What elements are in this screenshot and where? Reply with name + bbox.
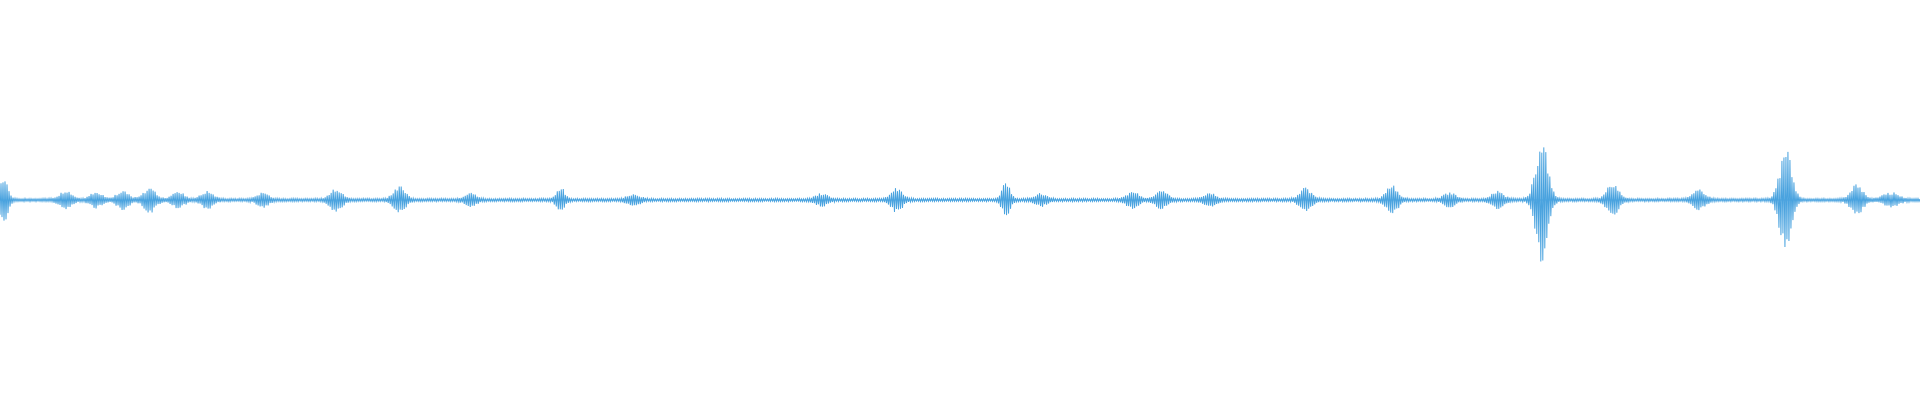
- waveform-trace: [0, 147, 1920, 261]
